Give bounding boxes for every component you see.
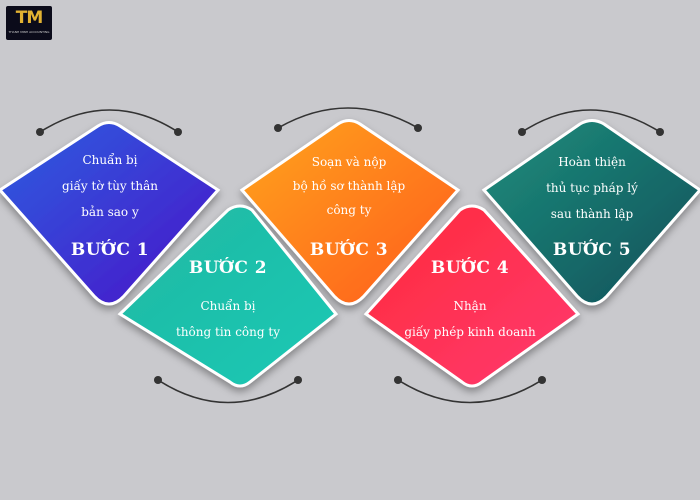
step-5-line-1: Hoàn thiện <box>558 155 626 169</box>
step-1-shape <box>0 121 221 306</box>
step-3-shape <box>239 119 461 306</box>
step-5-shape <box>481 119 700 306</box>
step-5-title: BƯỚC 5 <box>552 240 632 260</box>
step-1-line-2: giấy tờ tùy thân <box>62 179 158 193</box>
connector-dot <box>518 128 526 136</box>
step-3-line-2: bộ hồ sơ thành lập <box>292 179 406 193</box>
step-2-shape <box>117 204 339 388</box>
connector-dot <box>414 124 422 132</box>
step-3-line-1: Soạn và nộp <box>311 155 387 169</box>
connector-arc-5 <box>521 109 661 133</box>
connector-dot <box>394 376 402 384</box>
company-logo: TM THANH MINH ACCOUNTING <box>6 6 52 40</box>
connector-dot <box>294 376 302 384</box>
step-3-line-3: công ty <box>326 203 372 217</box>
connector-dot <box>538 376 546 384</box>
step-2-line-2: thông tin công ty <box>176 325 280 339</box>
step-5-line-3: sau thành lập <box>550 207 634 221</box>
step-2-line-1: Chuẩn bị <box>200 299 256 313</box>
connector-arc-2 <box>157 379 299 404</box>
connector-arc-3 <box>277 107 419 129</box>
connector-dot <box>154 376 162 384</box>
connector-dot <box>656 128 664 136</box>
connector-dot <box>36 128 44 136</box>
connector-arc-4 <box>397 379 543 404</box>
step-1-title: BƯỚC 1 <box>70 240 150 260</box>
step-1-line-3: bản sao y <box>81 205 139 219</box>
connector-dot <box>174 128 182 136</box>
step-4-line-2: giấy phép kinh doanh <box>404 325 536 339</box>
connector-dot <box>274 124 282 132</box>
step-3-title: BƯỚC 3 <box>309 240 389 260</box>
logo-mark: TM <box>15 8 44 28</box>
step-5-line-2: thủ tục pháp lý <box>546 181 638 195</box>
step-4-shape <box>363 204 581 388</box>
connector-arc-1 <box>39 109 179 133</box>
step-4-title: BƯỚC 4 <box>430 258 510 278</box>
step-1-line-1: Chuẩn bị <box>82 153 138 167</box>
step-2-title: BƯỚC 2 <box>188 258 268 278</box>
step-4-line-1: Nhận <box>453 299 487 313</box>
logo-tagline: THANH MINH ACCOUNTING <box>8 30 50 34</box>
